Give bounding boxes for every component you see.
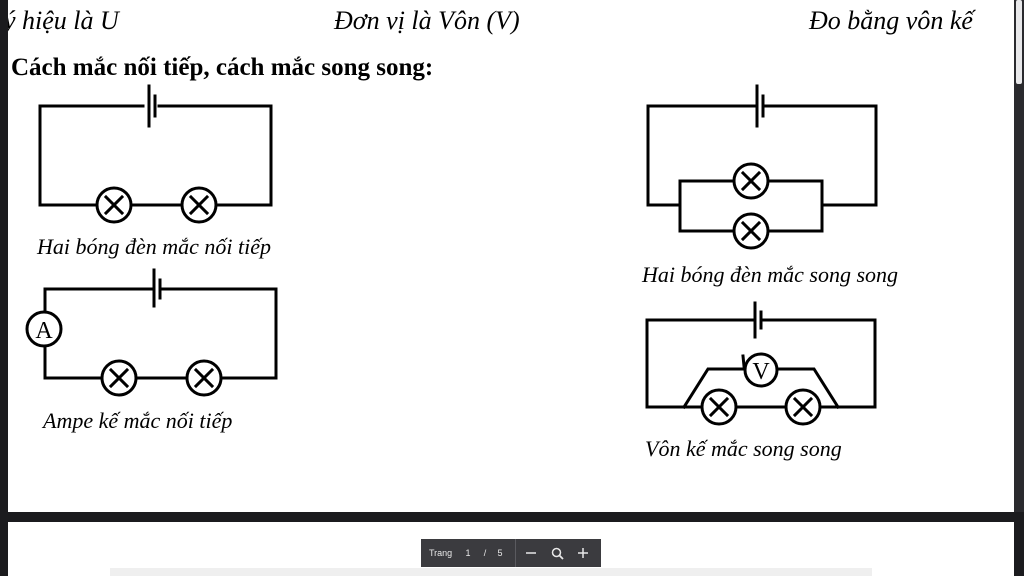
total-pages: 5: [497, 548, 503, 558]
page-separator: /: [483, 548, 487, 558]
lamp-icon: [185, 359, 223, 397]
voltmeter-icon: [743, 352, 779, 388]
zoom-in-button[interactable]: [570, 539, 596, 567]
lamp-icon: [95, 186, 133, 224]
lamp-icon: [784, 388, 822, 426]
series-lamps-circuit: [38, 84, 273, 224]
section-heading: Cách mắc nối tiếp, cách mắc song song:: [11, 54, 434, 81]
voltmeter-parallel-circuit: [645, 301, 877, 426]
parallel-lamps-circuit: [646, 84, 878, 250]
document-page: ý hiệu là U Đơn vị là Vôn (V) Đo bằng vô…: [8, 0, 1014, 512]
ammeter-series-caption: Ampe kế mắc nối tiếp: [43, 408, 233, 433]
lamp-icon: [100, 359, 138, 397]
lamp-icon: [732, 162, 770, 200]
toolbar-divider: [515, 539, 516, 567]
zoom-button[interactable]: [544, 539, 570, 567]
parallel-lamps-caption: Hai bóng đèn mắc song song: [642, 262, 899, 287]
voltmeter-label: V: [752, 359, 770, 385]
ammeter-icon: [25, 310, 63, 348]
lamp-icon: [732, 212, 770, 250]
scrollbar-track[interactable]: [1014, 0, 1024, 512]
unit-text: Đơn vị là Vôn (V): [334, 6, 520, 35]
measure-text: Đo bằng vôn kế: [809, 6, 973, 35]
next-page-edge: [110, 568, 872, 576]
zoom-out-button[interactable]: [518, 539, 544, 567]
lamp-icon: [700, 388, 738, 426]
lamp-icon: [180, 186, 218, 224]
series-lamps-caption: Hai bóng đèn mắc nối tiếp: [37, 234, 272, 259]
scrollbar-thumb[interactable]: [1016, 0, 1022, 84]
page-label: Trang: [429, 548, 453, 558]
minus-icon: [526, 552, 536, 554]
current-page-input[interactable]: 1: [465, 548, 471, 558]
pdf-toolbar: Trang 1 / 5: [421, 539, 601, 567]
symbol-text: ý hiệu là U: [8, 6, 119, 35]
plus-icon: [578, 548, 588, 558]
ammeter-series-circuit: [25, 268, 278, 397]
circuit-diagrams: A V: [25, 84, 878, 426]
voltmeter-parallel-caption: Vôn kế mắc song song: [645, 436, 842, 461]
ammeter-label: A: [35, 318, 53, 344]
magnifier-icon: [551, 547, 564, 560]
